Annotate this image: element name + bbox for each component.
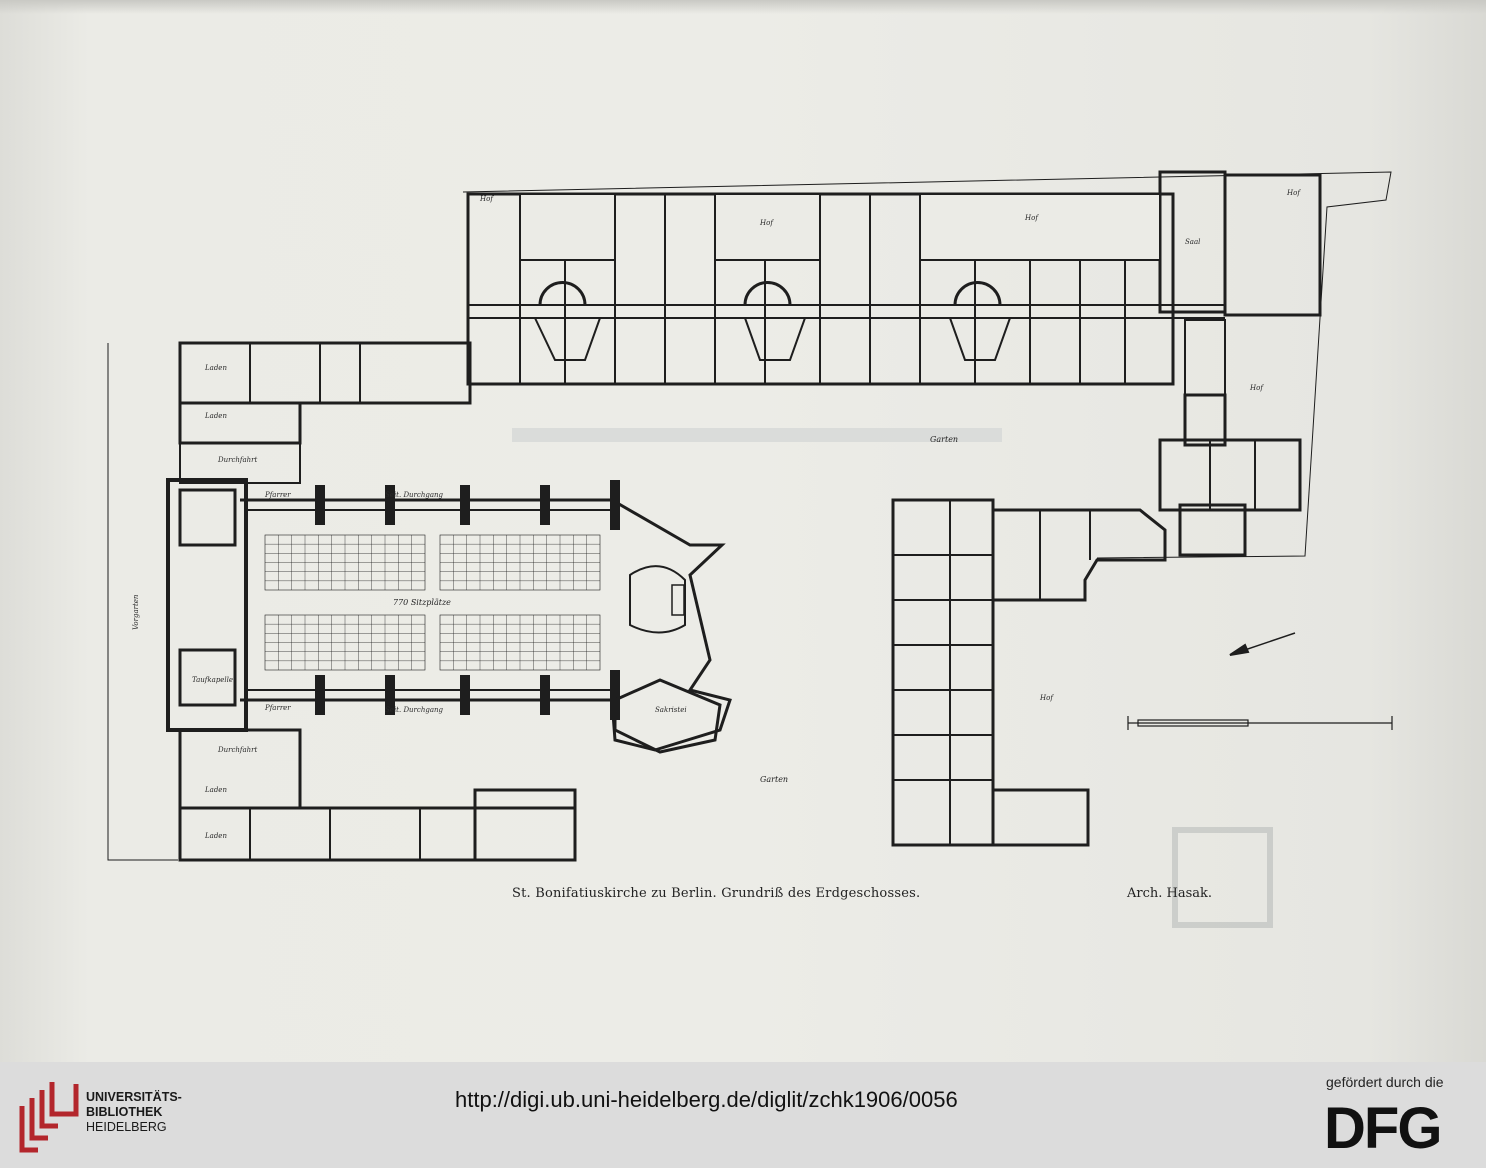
- page-binding-shadow: [0, 0, 1486, 14]
- label-sakristei: Sakristei: [655, 706, 687, 714]
- permalink-url[interactable]: http://digi.ub.uni-heidelberg.de/diglit/…: [455, 1087, 958, 1112]
- library-name-line-1: UNIVERSITÄTS-: [86, 1090, 182, 1104]
- site-boundary-left: [107, 343, 178, 861]
- label-laden-1: Laden: [204, 364, 227, 372]
- east-wing-outline: [891, 498, 995, 847]
- library-name: UNIVERSITÄTS- BIBLIOTHEK HEIDELBERG: [86, 1090, 182, 1135]
- caption-architect: Arch. Hasak.: [1127, 886, 1213, 901]
- label-laden-4: Laden: [204, 832, 227, 840]
- label-saal: Saal: [1185, 238, 1200, 246]
- label-court-2: Hof: [759, 219, 774, 227]
- university-library-logo-icon: [19, 1082, 79, 1153]
- west-bottom-building: [178, 806, 577, 862]
- figure-caption: St. Bonifatiuskirche zu Berlin. Grundriß…: [0, 886, 1486, 910]
- floor-plan: 770 Sitzplätze Garten Garten Hof Hof Hof…: [107, 170, 1393, 928]
- label-durchfahrt-2: Durchfahrt: [217, 746, 258, 754]
- west-top-building: [178, 341, 472, 405]
- library-name-line-2: BIBLIOTHEK: [86, 1105, 163, 1119]
- label-laden-3: Laden: [204, 786, 227, 794]
- dfg-logo-text: DFG: [1324, 1100, 1440, 1152]
- label-court-5: Hof: [1249, 384, 1264, 392]
- church-outline: [240, 498, 732, 752]
- label-vorgarten: Vorgarten: [132, 594, 140, 630]
- label-durchfahrt-1: Durchfahrt: [217, 456, 258, 464]
- label-court-6: Hof: [1039, 694, 1054, 702]
- funding-note: gefördert durch die: [1326, 1074, 1444, 1090]
- church-tower-block: [166, 478, 248, 732]
- label-pfarrer-2: Pfarrer: [264, 704, 291, 712]
- label-court-4: Hof: [1286, 189, 1301, 197]
- label-court-3: Hof: [1024, 214, 1039, 222]
- scale-bar: [1127, 716, 1393, 730]
- label-garden-2: Garten: [760, 775, 788, 784]
- label-laden-2: Laden: [204, 412, 227, 420]
- label-nave-seats: 770 Sitzplätze: [393, 598, 451, 607]
- label-court-1: Hof: [479, 195, 494, 203]
- label-aisle-top: Seit. Durchgang: [385, 491, 443, 499]
- label-garden-1: Garten: [930, 435, 958, 444]
- label-aisle-bottom: Seit. Durchgang: [385, 706, 443, 714]
- caption-title: St. Bonifatiuskirche zu Berlin. Grundriß…: [512, 886, 921, 901]
- library-name-line-3: HEIDELBERG: [86, 1120, 167, 1134]
- label-pfarrer-1: Pfarrer: [264, 491, 291, 499]
- library-footer: UNIVERSITÄTS- BIBLIOTHEK HEIDELBERG: [0, 1062, 1486, 1168]
- label-taufkapelle: Taufkapelle: [192, 676, 233, 684]
- dfg-logo-icon: DFG: [1324, 1100, 1442, 1152]
